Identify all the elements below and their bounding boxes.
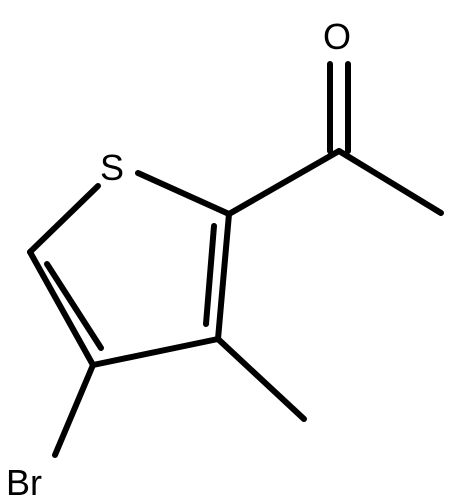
bond-c2-s1 [135,170,232,217]
bond-c3-c2-inner [203,223,217,327]
bond-s1-c5 [27,183,101,255]
bond-c5-c4 [27,249,96,368]
bond-c3-methyl [215,336,307,422]
bond-c2-carbonyl [226,148,342,217]
bond-c4-c3 [90,336,221,368]
oxygen-atom-label: O [323,16,351,57]
sulfur-atom-label: S [100,147,124,188]
bond-c3-c2 [215,211,232,342]
bond-c5-c4-inner [44,261,104,351]
bromine-atom-label: Br [6,462,42,503]
bond-c4-bromine [52,362,96,458]
bond-carbonyl-methyl [336,148,444,216]
